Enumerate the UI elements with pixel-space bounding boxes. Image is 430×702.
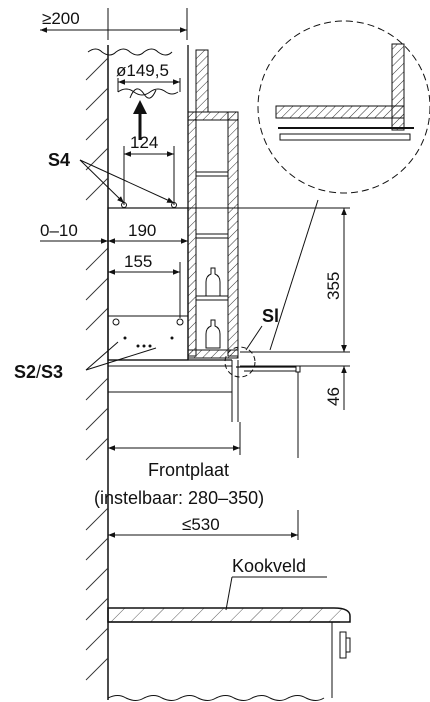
s2s3-callout: S2/S3	[14, 341, 157, 382]
dim-wall-gap: 0–10	[40, 221, 108, 244]
duct: ø149,5	[116, 45, 189, 360]
height-355-label: 355	[324, 272, 343, 300]
height-46-label: 46	[324, 387, 343, 406]
sl-label: Sl	[262, 306, 279, 326]
kookveld-callout: Kookveld	[225, 556, 327, 611]
s4-label: S4	[48, 150, 70, 170]
dim-max-depth: ≤530	[108, 510, 299, 540]
wall-cabinet	[187, 111, 239, 359]
wall-clearance-label: ≥200	[42, 9, 80, 28]
max-depth-label: ≤530	[182, 515, 220, 534]
wall-gap-label: 0–10	[40, 221, 78, 240]
depth-lower-label: 155	[124, 252, 152, 271]
wall	[85, 45, 173, 700]
front-plate	[108, 365, 301, 458]
dim-wall-clearance: ≥200	[40, 8, 188, 40]
s4-callout: S4	[48, 150, 177, 208]
frontplaat-range-label: (instelbaar: 280–350)	[94, 488, 264, 508]
dim-depth-upper: 190	[108, 221, 188, 244]
detail-callout: Sl	[224, 20, 430, 378]
hood-body	[107, 207, 239, 422]
duct-diameter-label: ø149,5	[116, 61, 169, 80]
dim-screw-spacing: 124	[123, 133, 175, 205]
worktop	[107, 607, 351, 701]
kookveld-label: Kookveld	[232, 556, 306, 576]
depth-upper-label: 190	[128, 221, 156, 240]
dim-depth-lower: 155	[108, 252, 181, 318]
s2s3-label: S2/S3	[14, 362, 63, 382]
frontplaat-label: Frontplaat	[148, 460, 229, 480]
dim-height-355: 355	[188, 207, 350, 353]
ceiling-panel	[195, 49, 209, 113]
dim-height-46: 46	[240, 330, 350, 410]
screw-spacing-label: 124	[130, 133, 158, 152]
